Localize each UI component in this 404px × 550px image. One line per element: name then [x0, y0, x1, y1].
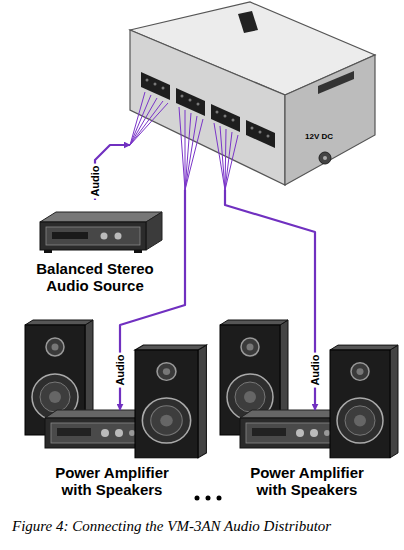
distributor-device: 12V DC	[130, 30, 375, 190]
device-label: 12V DC	[305, 132, 333, 141]
amplifier-speakers: Power Amplifier with Speakers	[215, 410, 400, 506]
audio-source: Balanced Stereo Audio Source	[20, 200, 170, 308]
figure-caption: Figure 4: Connecting the VM-3AN Audio Di…	[12, 517, 331, 535]
audio-cable	[120, 190, 185, 410]
equipment-label: Power Amplifier with Speakers	[237, 464, 377, 498]
equipment-label: Power Amplifier with Speakers	[42, 464, 182, 498]
cable-label: Audio	[89, 163, 101, 198]
amplifier-speakers: Power Amplifier with Speakers	[20, 410, 205, 506]
audio-cable	[225, 190, 315, 410]
cable-label: Audio	[309, 352, 321, 387]
equipment-label: Balanced Stereo Audio Source	[30, 260, 160, 294]
cable-label: Audio	[114, 352, 126, 387]
